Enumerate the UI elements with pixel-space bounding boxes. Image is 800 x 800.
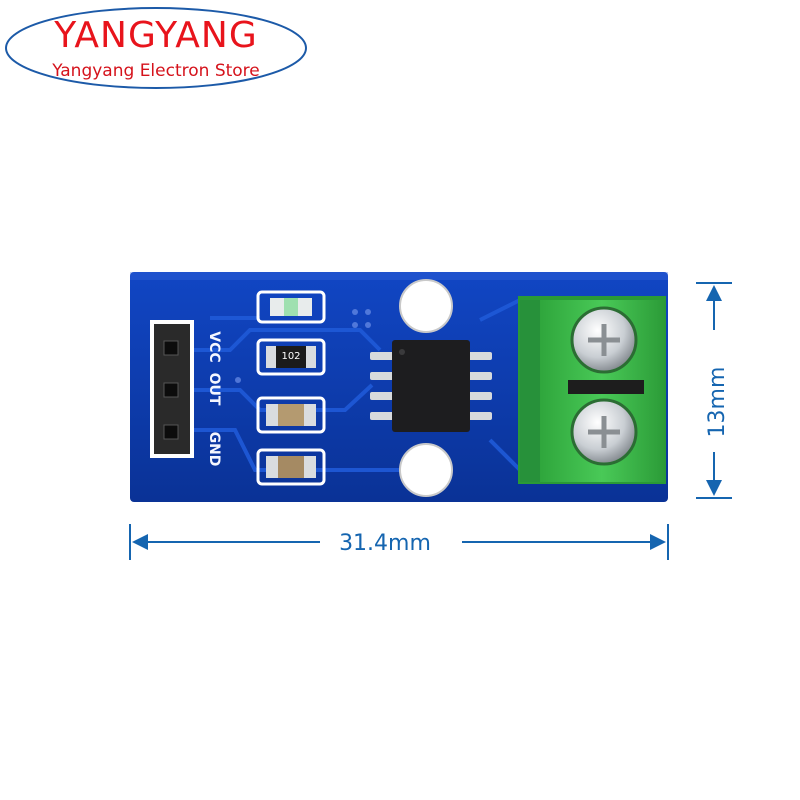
- pin-label-gnd: GND: [206, 431, 222, 467]
- logo-oval: [5, 7, 307, 89]
- smd-capacitor-2: [278, 456, 304, 478]
- logo-brand-text: YANGYANG: [54, 15, 258, 56]
- mounting-hole-bottom: [399, 443, 453, 497]
- header-pin-2: [163, 382, 179, 398]
- width-dimension-line: [129, 524, 669, 560]
- brand-logo: YANGYANG Yangyang Electron Store: [4, 6, 308, 90]
- mounting-hole-top: [399, 279, 453, 333]
- pin-label-out: OUT: [206, 372, 222, 406]
- pcb-traces: [176, 298, 522, 472]
- smd-capacitor-1: [278, 404, 304, 426]
- header-pin-1: [163, 340, 179, 356]
- screw-terminal-block: [518, 296, 666, 484]
- width-dimension-label: 31.4mm: [339, 531, 431, 556]
- smd-resistor: [276, 346, 306, 368]
- logo-store-text: Yangyang Electron Store: [52, 61, 260, 81]
- resistor-code: 102: [281, 351, 301, 362]
- height-dimension-line: [696, 282, 732, 499]
- height-dimension-label: 13mm: [705, 366, 730, 438]
- ic-chip: [370, 340, 492, 432]
- header-pin-3: [163, 424, 179, 440]
